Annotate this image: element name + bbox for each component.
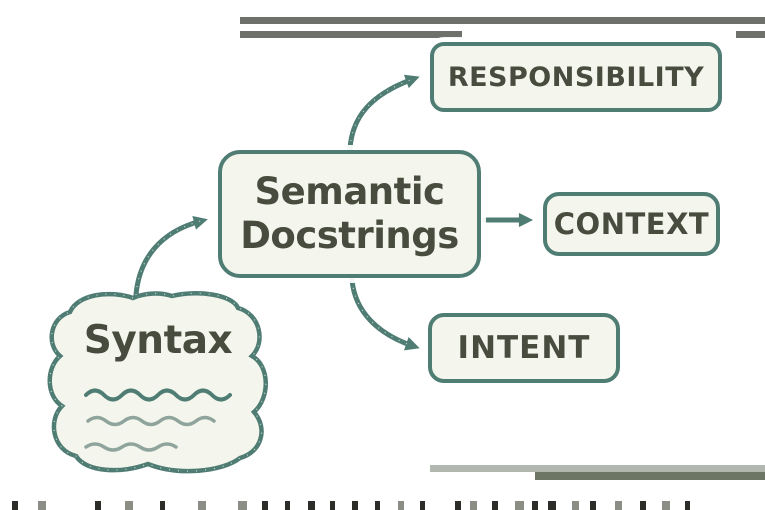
cutoff-text-fragment [515,501,524,510]
center-node-line-2: Docstrings [240,214,459,257]
blob-wavy-line-2 [86,415,216,427]
cutoff-text-fragment [238,501,247,510]
cutoff-text-fragment [352,501,358,510]
node-intent: INTENT [428,313,620,383]
arrow-highlight [351,279,414,347]
arrow-syntax-to-center [133,215,208,298]
syntax-blob-highlight [49,292,267,472]
cutoff-text-fragment [532,501,538,510]
context-label: CONTEXT [553,207,710,241]
bottom-cropped-bar-dark [535,472,765,480]
node-semantic-docstrings: Semantic Docstrings [218,150,481,278]
cutoff-text-fragment [308,501,315,510]
cutoff-text-fragment [548,501,556,510]
cutoff-text-fragment [285,501,290,510]
cutoff-text-fragment [12,501,18,510]
cutoff-text-fragment [125,501,133,510]
arrow-center-to-intent [349,277,420,351]
top-cropped-bar-1 [240,17,765,24]
cutoff-text-fragment [640,501,646,510]
cutoff-text-fragment [615,501,622,510]
cutoff-text-fragment [492,501,498,510]
center-node-line-1: Semantic [254,170,445,214]
bottom-cropped-bar-light [430,465,765,472]
blob-wavy-line-3 [84,442,178,452]
cutoff-text-fragment [470,501,477,510]
node-responsibility: RESPONSIBILITY [430,42,722,112]
syntax-label: Syntax [83,318,233,363]
cutoff-text-fragment [95,501,101,510]
intent-label: INTENT [457,330,591,366]
top-cropped-bar-2-right [736,31,765,38]
cutoff-text-fragment [38,501,46,510]
cutoff-text-fragment [572,501,579,510]
blob-wavy-line-1 [84,388,232,402]
responsibility-label: RESPONSIBILITY [447,61,705,93]
cutoff-text-fragment [375,501,380,510]
cutoff-text-fragment [662,501,670,510]
cutoff-text-fragment [330,501,335,510]
node-context: CONTEXT [543,192,720,256]
cutoff-text-fragment [160,501,165,510]
cutoff-text-fragment [262,501,268,510]
cutoff-text-fragment [455,501,461,510]
cutoff-text-fragment [420,501,425,510]
arrow-center-to-responsibility [347,74,420,152]
top-cropped-bar-2-left [240,31,462,38]
cutoff-text-fragment [590,501,596,510]
cutoff-text-fragment [685,501,690,510]
cutoff-text-row [0,501,765,510]
cutoff-text-fragment [198,501,206,510]
cutoff-text-fragment [398,501,404,510]
